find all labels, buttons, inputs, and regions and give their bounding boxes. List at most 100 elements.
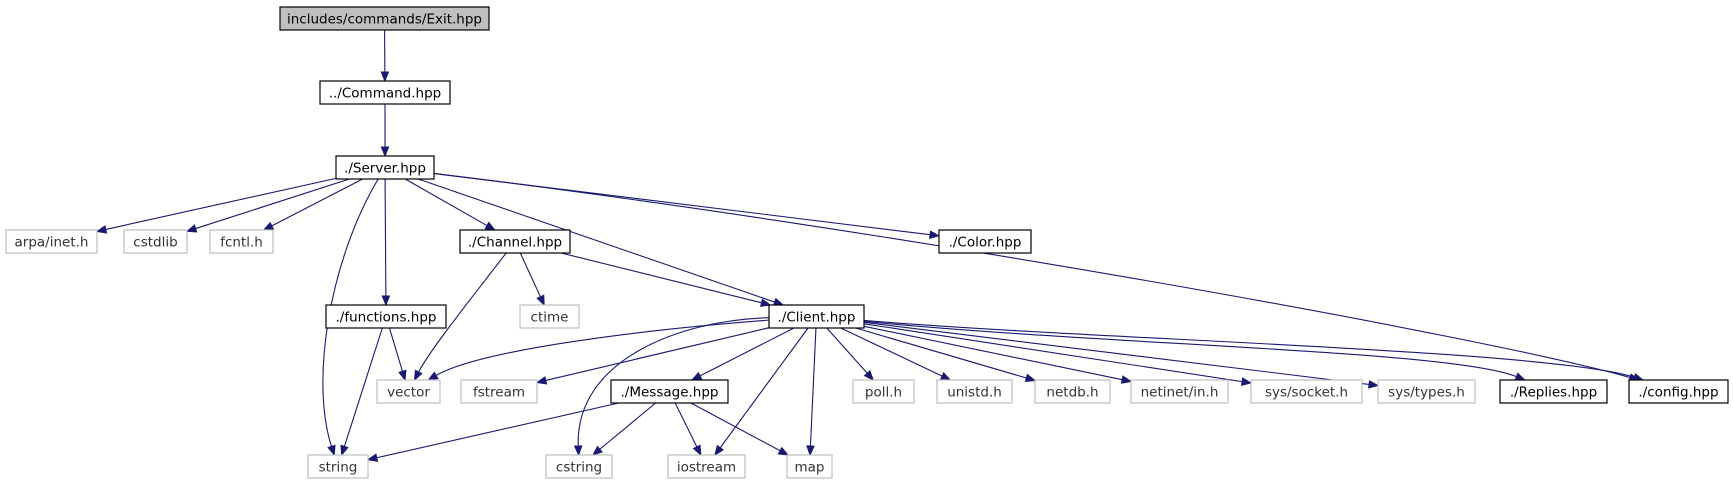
edge-client-to-netinet xyxy=(863,325,1123,381)
node-color[interactable]: ./Color.hpp xyxy=(938,229,1032,254)
node-cstring: cstring xyxy=(545,454,613,479)
node-message[interactable]: ./Message.hpp xyxy=(610,379,729,404)
arrowhead-client-to-message xyxy=(690,371,703,381)
arrowhead-functions-to-string xyxy=(340,444,349,457)
node-label-functions: ./functions.hpp xyxy=(335,310,436,326)
node-replies[interactable]: ./Replies.hpp xyxy=(1499,379,1608,404)
arrowhead-server-to-channel xyxy=(484,221,496,231)
node-label-ctime: ctime xyxy=(531,310,569,326)
edge-message-to-string xyxy=(376,402,619,459)
node-box-unistd xyxy=(936,379,1013,404)
arrowhead-client-to-netdb xyxy=(1024,373,1037,383)
edge-client-to-message xyxy=(699,327,795,377)
node-box-fcntl xyxy=(209,229,274,254)
node-client[interactable]: ./Client.hpp xyxy=(768,304,865,329)
arrowhead-server-to-functions xyxy=(381,295,391,307)
node-label-netinet: netinet/in.h xyxy=(1141,385,1219,401)
node-label-client: ./Client.hpp xyxy=(778,310,856,326)
edge-functions-to-vector xyxy=(388,327,403,372)
edge-client-to-config xyxy=(863,319,1635,378)
node-box-cstring xyxy=(545,454,613,479)
arrowhead-command-to-server xyxy=(380,146,390,158)
edges-layer xyxy=(95,29,1645,462)
edge-channel-to-client xyxy=(561,252,762,304)
node-label-socket: sys/socket.h xyxy=(1265,385,1348,401)
node-box-map xyxy=(786,454,833,479)
arrowhead-channel-to-vector xyxy=(413,369,423,382)
node-functions[interactable]: ./functions.hpp xyxy=(325,304,447,329)
node-box-channel xyxy=(459,229,571,254)
edge-functions-to-string xyxy=(343,327,383,447)
arrowhead-message-to-string xyxy=(366,453,379,462)
arrowhead-server-to-cstdlib xyxy=(185,224,198,233)
node-channel[interactable]: ./Channel.hpp xyxy=(459,229,571,254)
edge-message-to-cstring xyxy=(599,402,656,450)
node-label-color: ./Color.hpp xyxy=(949,235,1022,251)
node-fstream: fstream xyxy=(460,379,538,404)
node-box-socket xyxy=(1250,379,1363,404)
edge-client-to-poll xyxy=(826,327,868,374)
node-box-netdb xyxy=(1034,379,1111,404)
arrowhead-client-to-cstring xyxy=(573,445,583,457)
node-poll: poll.h xyxy=(852,379,915,404)
edge-server-to-cstdlib xyxy=(195,178,350,230)
arrowhead-functions-to-vector xyxy=(398,369,407,382)
arrowhead-client-to-poll xyxy=(863,370,875,382)
node-box-iostream xyxy=(667,454,746,479)
edge-client-to-vector xyxy=(435,319,770,376)
edge-client-to-cstring xyxy=(577,317,770,447)
node-ctime: ctime xyxy=(519,304,580,329)
node-box-arpa xyxy=(5,229,98,254)
arrowhead-message-to-iostream xyxy=(692,444,702,457)
arrowhead-client-to-unistd xyxy=(939,372,952,381)
edge-server-to-fcntl xyxy=(271,178,363,227)
node-box-functions xyxy=(325,304,447,329)
arrowhead-server-to-color xyxy=(929,230,941,239)
node-box-command xyxy=(319,80,451,105)
arrowhead-channel-to-ctime xyxy=(536,294,545,307)
node-box-netinet xyxy=(1130,379,1229,404)
node-box-vector xyxy=(376,379,441,404)
node-server[interactable]: ./Server.hpp xyxy=(335,155,435,180)
arrowhead-client-to-netinet xyxy=(1120,375,1133,384)
node-map: map xyxy=(786,454,833,479)
node-box-message xyxy=(610,379,729,404)
edge-message-to-map xyxy=(690,402,781,452)
node-box-server xyxy=(335,155,435,180)
node-label-command: ../Command.hpp xyxy=(329,86,442,102)
node-label-fcntl: fcntl.h xyxy=(220,235,263,251)
edge-client-to-unistd xyxy=(840,327,943,377)
edge-client-to-types xyxy=(863,321,1370,385)
node-label-string: string xyxy=(319,460,358,476)
edge-client-to-socket xyxy=(863,323,1243,383)
node-string: string xyxy=(307,454,369,479)
edge-server-to-client xyxy=(418,178,775,303)
arrowhead-message-to-cstring xyxy=(591,445,603,456)
node-config[interactable]: ./config.hpp xyxy=(1628,379,1729,404)
edge-server-to-color xyxy=(433,172,931,236)
edge-message-to-iostream xyxy=(674,402,698,448)
node-exit[interactable]: includes/commands/Exit.hpp xyxy=(279,6,490,31)
node-arpa: arpa/inet.h xyxy=(5,229,98,254)
node-label-poll: poll.h xyxy=(865,385,902,401)
node-box-poll xyxy=(852,379,915,404)
node-cstdlib: cstdlib xyxy=(123,229,188,254)
node-label-message: ./Message.hpp xyxy=(621,385,719,401)
node-box-string xyxy=(307,454,369,479)
edge-client-to-iostream xyxy=(719,327,809,449)
node-command[interactable]: ../Command.hpp xyxy=(319,80,451,105)
node-label-channel: ./Channel.hpp xyxy=(468,235,562,251)
arrowhead-client-to-fstream xyxy=(535,376,548,385)
edge-client-to-map xyxy=(809,327,817,447)
node-netinet: netinet/in.h xyxy=(1130,379,1229,404)
node-box-config xyxy=(1628,379,1729,404)
node-box-color xyxy=(938,229,1032,254)
node-vector: vector xyxy=(376,379,441,404)
arrowhead-message-to-map xyxy=(777,446,790,456)
node-box-ctime xyxy=(519,304,580,329)
edge-server-to-config xyxy=(433,172,1631,379)
arrowhead-client-to-socket xyxy=(1240,377,1253,386)
node-box-cstdlib xyxy=(123,229,188,254)
edge-server-to-arpa xyxy=(105,177,337,230)
node-label-arpa: arpa/inet.h xyxy=(15,235,89,251)
